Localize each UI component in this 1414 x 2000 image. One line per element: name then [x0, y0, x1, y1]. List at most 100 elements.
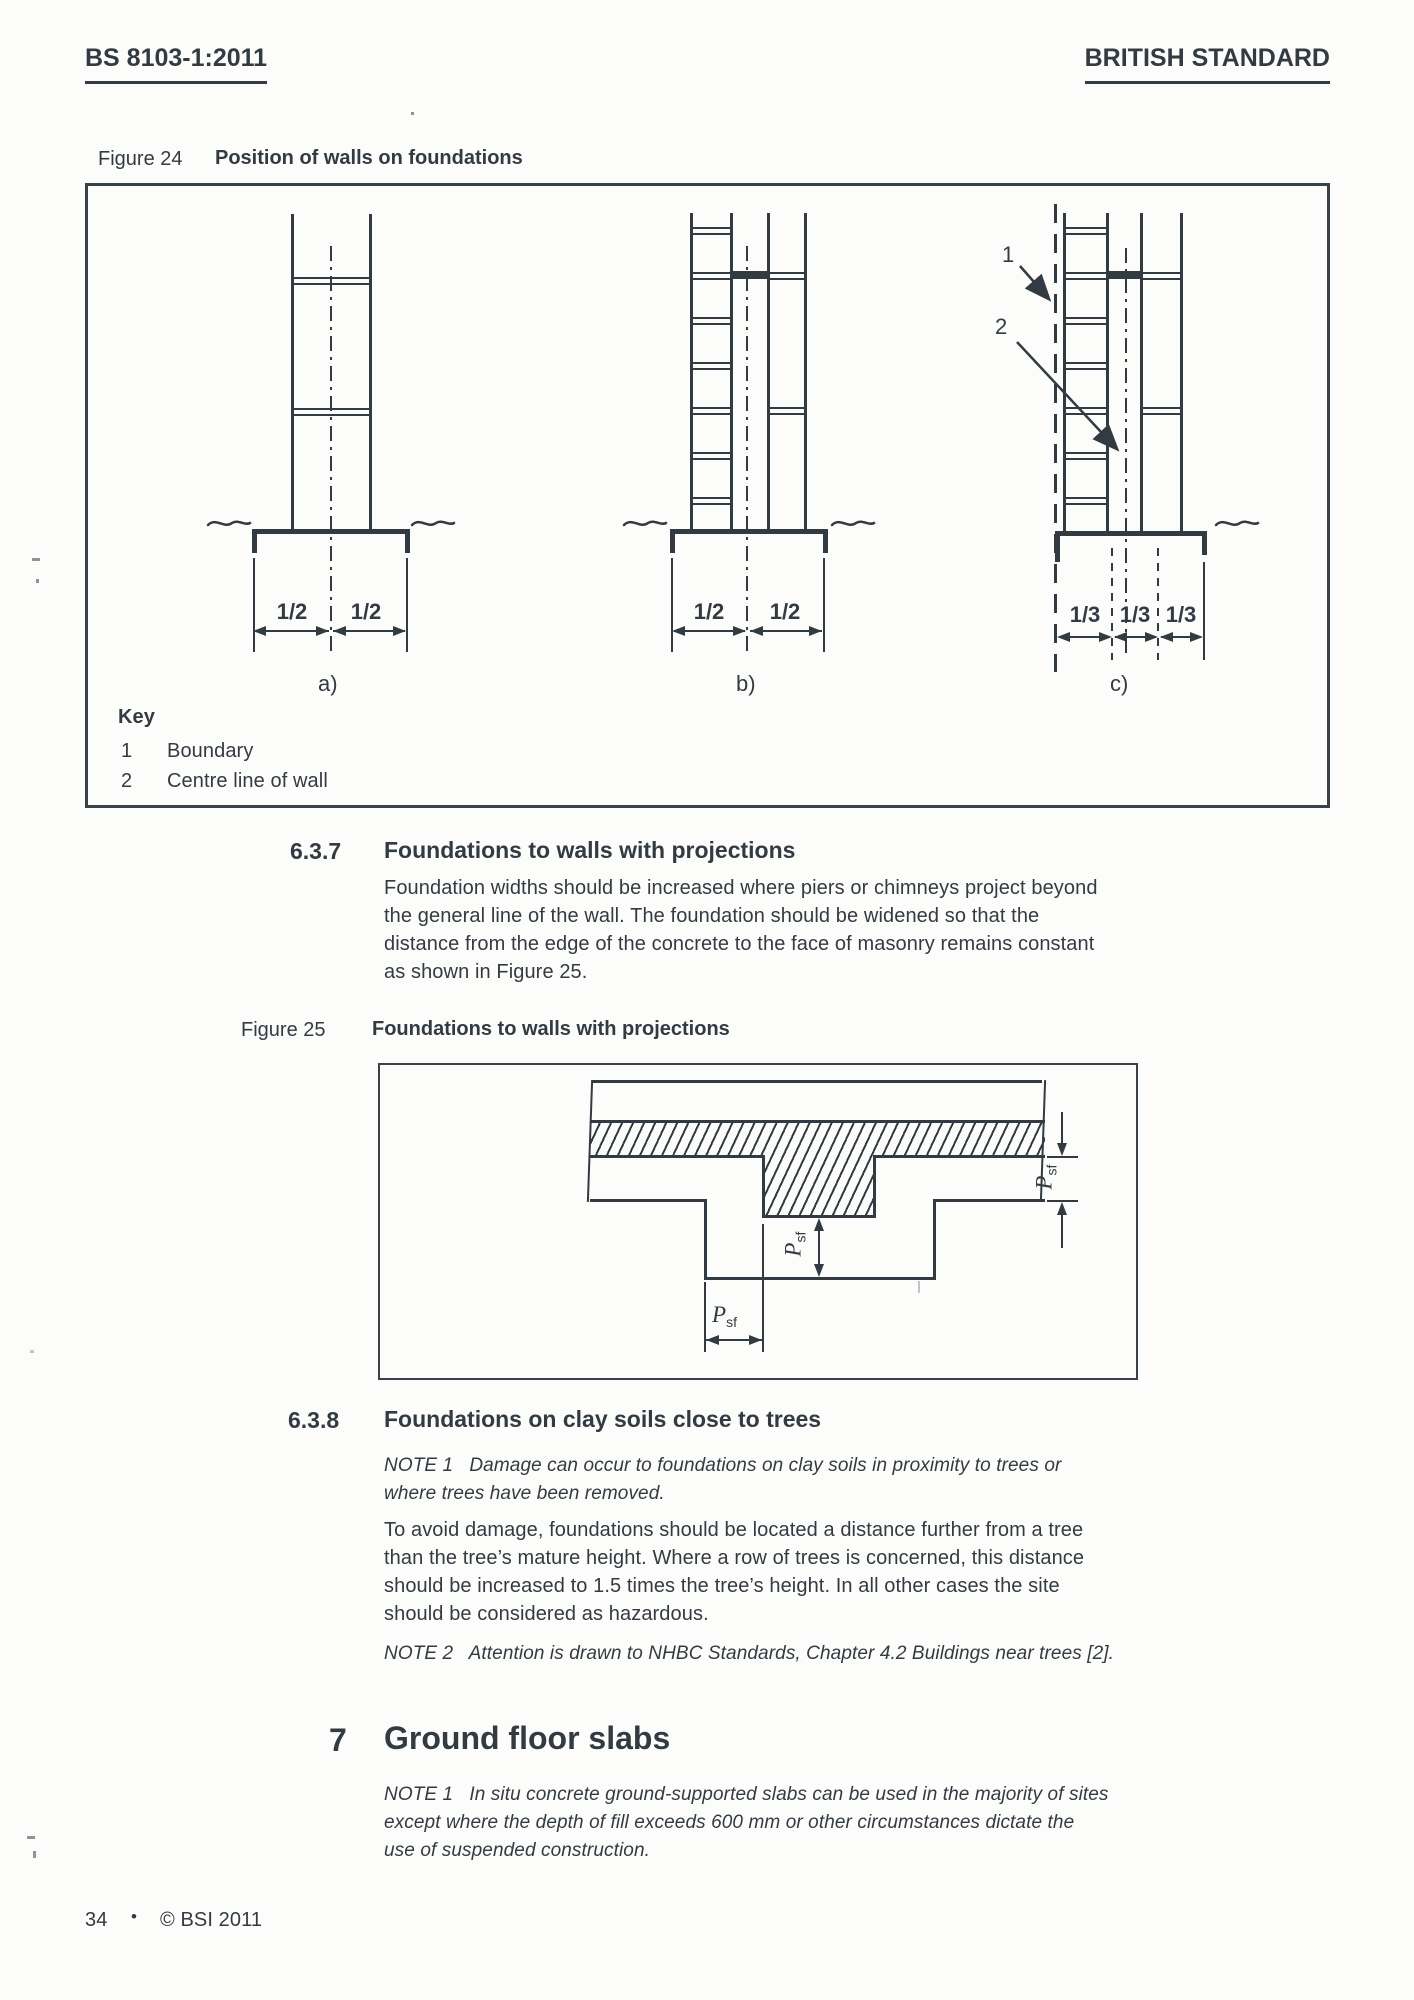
dim-line	[1061, 1214, 1063, 1248]
brick-course	[690, 413, 733, 415]
note-line: except where the depth of fill exceeds 6…	[384, 1812, 1075, 1833]
brick-course	[690, 323, 733, 325]
foundation-step-bottom	[704, 1277, 936, 1280]
wall-near-face-left	[590, 1155, 764, 1158]
brick-course	[1063, 458, 1109, 460]
brick-course	[1063, 407, 1109, 409]
body-line: than the tree’s mature height. Where a r…	[384, 1547, 1085, 1569]
brick-course	[1063, 278, 1109, 280]
brick-course	[1063, 272, 1109, 274]
brick-course	[1063, 362, 1109, 364]
arrowhead	[1057, 632, 1070, 642]
dim-third-label: 1/3	[1165, 602, 1197, 627]
cavity-tray-bar	[1106, 271, 1143, 279]
extension-line	[671, 558, 673, 652]
foundation-near-edge-left	[590, 1199, 706, 1202]
brick-course	[690, 452, 733, 454]
section-7-number: 7	[329, 1722, 347, 1758]
ground-squiggle	[206, 520, 252, 527]
arrowhead	[749, 1335, 762, 1345]
foundation-b-left-leg	[670, 529, 675, 553]
block-course	[767, 272, 807, 274]
figure25-title: Foundations to walls with projections	[372, 1018, 730, 1040]
body-line: Foundation widths should be increased wh…	[384, 877, 1098, 899]
dim-line-c-1	[1060, 636, 1109, 638]
body-line: as shown in Figure 25.	[384, 961, 588, 983]
dim-line-c-2	[1115, 636, 1156, 638]
brick-course	[1063, 368, 1109, 370]
section-637-heading: Foundations to walls with projections	[384, 837, 796, 863]
foundation-b-right-leg	[823, 529, 828, 553]
wall-a-right-edge	[369, 214, 372, 532]
callout-1-arrow	[1019, 265, 1052, 302]
foundation-c-right-leg	[1202, 531, 1207, 555]
footer-bullet: •	[131, 1907, 138, 1926]
arrowhead	[1190, 632, 1203, 642]
dim-line	[818, 1229, 820, 1267]
body-line: the general line of the wall. The founda…	[384, 905, 1040, 927]
arrowhead	[1057, 1202, 1067, 1215]
extension-line	[406, 558, 408, 652]
extension-line	[1203, 562, 1205, 660]
dim-line	[1061, 1112, 1063, 1145]
body-line: should be increased to 1.5 times the tre…	[384, 1575, 1060, 1597]
brick-course	[1063, 227, 1109, 229]
brick-course	[690, 458, 733, 460]
psf-dimension-label: Psf	[780, 1231, 809, 1257]
dim-half-label: 1/2	[769, 599, 801, 624]
brick-course	[690, 272, 733, 274]
note-line: NOTE 1 In situ concrete ground-supported…	[384, 1784, 1109, 1805]
wall-c-inner-leaf-edge	[1180, 213, 1183, 532]
wall-b-inner-leaf-edge	[767, 213, 770, 532]
foundation-b-top	[670, 529, 828, 534]
foundation-c-top	[1055, 531, 1207, 536]
foundation-c-left-leg	[1055, 531, 1060, 562]
figure24-title: Position of walls on foundations	[215, 147, 523, 169]
wall-c-inner-leaf-edge	[1140, 213, 1143, 532]
diagram-c-label: c)	[1110, 671, 1129, 696]
cavity-tray-bar	[730, 271, 770, 279]
block-course	[767, 278, 807, 280]
note-line: where trees have been removed.	[384, 1483, 665, 1504]
wall-far-face	[590, 1120, 1045, 1123]
brick-course	[690, 368, 733, 370]
brick-course	[690, 317, 733, 319]
brick-course	[1063, 452, 1109, 454]
copyright-notice: © BSI 2011	[160, 1909, 263, 1931]
arrowhead	[733, 626, 746, 636]
brick-course	[690, 497, 733, 499]
pier-near-face	[762, 1215, 876, 1218]
dim-line-c-3	[1161, 636, 1201, 638]
brick-course	[690, 503, 733, 505]
key-heading: Key	[118, 706, 155, 728]
arrowhead	[706, 1335, 719, 1345]
extension-line	[823, 558, 825, 652]
foundation-a-left-leg	[252, 529, 257, 553]
key-item-ref: 2	[121, 770, 133, 792]
block-course	[1140, 407, 1183, 409]
note-line: NOTE 2 Attention is drawn to NHBC Standa…	[384, 1643, 1115, 1664]
arrowhead	[814, 1264, 824, 1277]
brick-course	[1063, 497, 1109, 499]
extension-line	[762, 1224, 764, 1352]
dim-line-a-left	[256, 630, 329, 632]
foundation-step-right	[933, 1199, 936, 1280]
callout-1-label: 1	[1002, 242, 1015, 267]
scan-artifact	[27, 1836, 35, 1839]
dim-half-label: 1/2	[276, 599, 308, 624]
key-item-label: Centre line of wall	[167, 770, 328, 792]
page-number: 34	[85, 1909, 108, 1931]
wall-c-centre-line	[1125, 248, 1127, 658]
wall-a-left-edge	[291, 214, 294, 532]
block-course	[1140, 272, 1183, 274]
foundation-a-top	[252, 529, 410, 534]
block-course	[1140, 278, 1183, 280]
brick-course	[690, 233, 733, 235]
wall-c-outer-leaf-edge	[1063, 213, 1066, 532]
brick-course	[1063, 233, 1109, 235]
arrowhead	[1145, 632, 1158, 642]
dim-third-label: 1/3	[1119, 602, 1151, 627]
wall-b-outer-leaf-edge	[690, 213, 693, 532]
note-line: use of suspended construction.	[384, 1840, 651, 1861]
